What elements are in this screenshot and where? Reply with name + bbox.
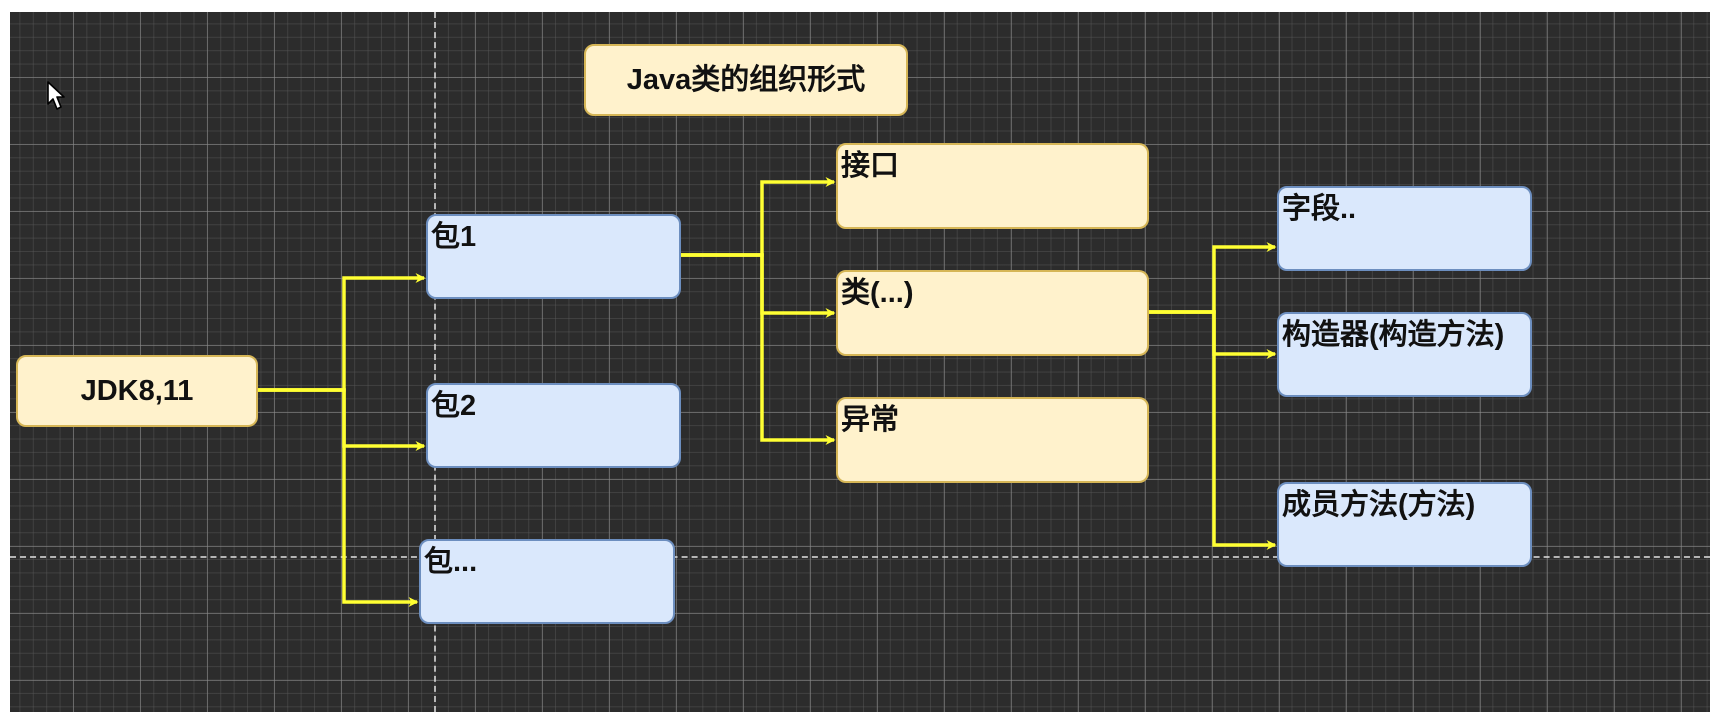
connector-root-to-package-1 bbox=[258, 273, 426, 392]
member-node-constructor-label: 构造器(构造方法) bbox=[1282, 319, 1505, 351]
package-node-more-label: 包... bbox=[424, 546, 478, 578]
member-node-constructor[interactable]: 构造器(构造方法) bbox=[1277, 312, 1532, 397]
connector-root-to-package-more bbox=[258, 388, 419, 607]
vertical-guide-line bbox=[434, 12, 436, 712]
member-node-member-methods-label: 成员方法(方法) bbox=[1282, 489, 1476, 521]
member-node-member-methods[interactable]: 成员方法(方法) bbox=[1277, 482, 1532, 567]
package-node-2-label: 包2 bbox=[431, 390, 477, 422]
member-node-fields[interactable]: 字段.. bbox=[1277, 186, 1532, 271]
connector-package-1-to-class bbox=[681, 253, 836, 318]
type-node-exception-label: 异常 bbox=[841, 404, 900, 436]
connector-root-to-package-2 bbox=[258, 388, 426, 451]
type-node-interface[interactable]: 接口 bbox=[836, 143, 1149, 229]
type-node-interface-label: 接口 bbox=[841, 150, 900, 182]
mouse-pointer-icon bbox=[47, 81, 65, 110]
package-node-2[interactable]: 包2 bbox=[426, 383, 681, 468]
type-node-exception[interactable]: 异常 bbox=[836, 397, 1149, 483]
connector-class-to-fields bbox=[1149, 242, 1277, 314]
diagram-title-label: Java类的组织形式 bbox=[626, 64, 866, 96]
type-node-class[interactable]: 类(...) bbox=[836, 270, 1149, 356]
package-node-1-label: 包1 bbox=[431, 221, 477, 253]
connector-package-1-to-interface bbox=[681, 177, 836, 257]
package-node-1[interactable]: 包1 bbox=[426, 214, 681, 299]
member-node-fields-label: 字段.. bbox=[1282, 193, 1357, 225]
horizontal-guide-line bbox=[10, 556, 1710, 558]
root-node-jdk[interactable]: JDK8,11 bbox=[16, 355, 258, 427]
type-node-class-label: 类(...) bbox=[841, 277, 914, 309]
connector-package-1-to-exception bbox=[681, 253, 836, 445]
diagram-canvas[interactable]: Java类的组织形式 JDK8,11 包1 包2 包... 接口 类(...) … bbox=[10, 12, 1710, 712]
connector-class-to-constructor bbox=[1149, 310, 1277, 359]
connector-layer bbox=[258, 177, 1277, 607]
diagram-title-node[interactable]: Java类的组织形式 bbox=[584, 44, 908, 116]
connector-class-to-member-methods bbox=[1149, 310, 1277, 550]
root-node-label: JDK8,11 bbox=[80, 375, 194, 407]
package-node-more[interactable]: 包... bbox=[419, 539, 675, 624]
